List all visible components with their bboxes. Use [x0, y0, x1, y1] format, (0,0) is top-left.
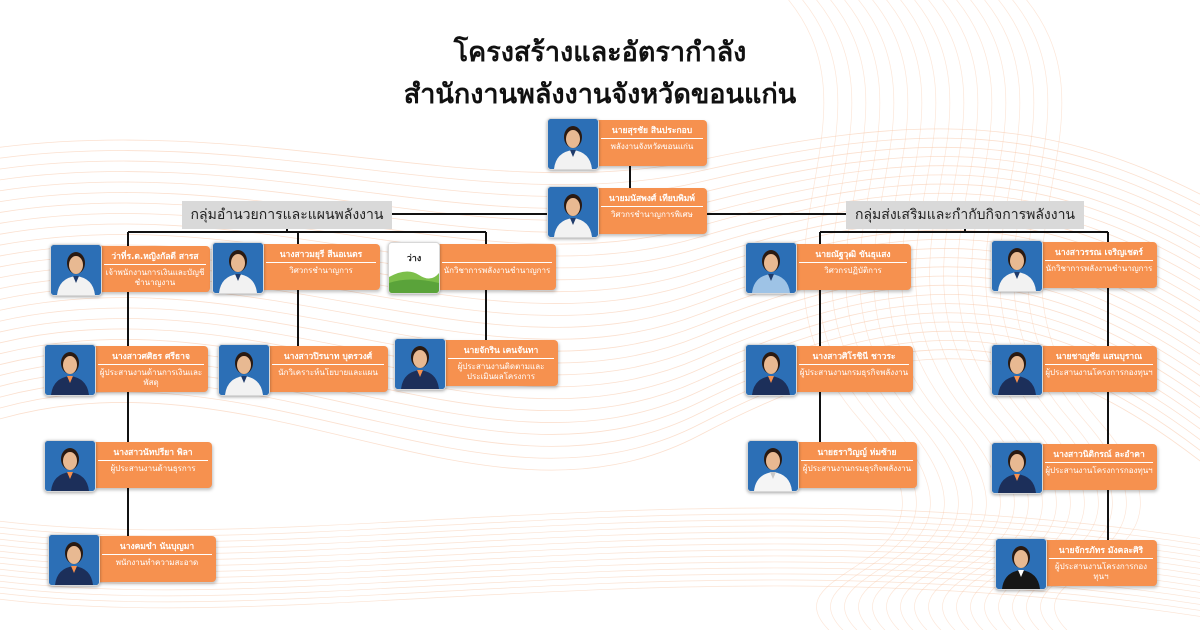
person-position: ผู้ประสานงานโครงการกองทุนฯ	[1045, 368, 1153, 377]
person-photo	[745, 344, 797, 396]
person-photo	[991, 442, 1043, 494]
person-position: ผู้ประสานงานด้านธุรการ	[110, 464, 196, 473]
person-name: นางสาวมยุรี สีนอเนตร	[266, 248, 376, 263]
person-name: นางสาวนิติกรณ์ ละอำคา	[1045, 448, 1153, 463]
person-position: วิศวกรชำนาญการพิเศษ	[611, 210, 693, 219]
group-box-admin: กลุ่มอำนวยการและแผนพลังงาน	[182, 201, 392, 229]
person-name: นายสุรชัย สินประกอบ	[601, 124, 703, 139]
person-position: พนักงานทำความสะอาด	[115, 558, 199, 567]
page-title: โครงสร้างและอัตรากำลัง	[453, 37, 747, 68]
person-position: นักวิชาการพลังงานชำนาญการ	[1045, 264, 1153, 273]
group-box-promotion: กลุ่มส่งเสริมและกำกับกิจการพลังงาน	[846, 201, 1084, 229]
person-photo	[747, 440, 799, 492]
person-photo	[991, 240, 1043, 292]
person-position: ผู้ประสานงานกรมธุรกิจพลังงาน	[799, 368, 909, 377]
vacant-photo: ว่าง	[388, 242, 440, 294]
person-name	[442, 248, 552, 263]
person-name: นายธราวิญญ์ ห่มซ้าย	[801, 446, 913, 461]
page-subtitle: สำนักงานพลังงานจังหวัดขอนแก่น	[403, 79, 797, 110]
person-photo	[745, 242, 797, 294]
person-name: นางสาวศศิธร ศรีธาจ	[98, 350, 204, 365]
person-name: นายมนัสพงศ์ เทียบพิมพ์	[601, 192, 703, 207]
person-name: นายจักริน เคนจันทา	[448, 344, 554, 359]
person-photo	[44, 344, 96, 396]
person-photo	[218, 344, 270, 396]
person-name: นางคมขำ นันบุญมา	[102, 540, 212, 555]
person-position: นักวิชาการพลังงานชำนาญการ	[443, 266, 551, 275]
person-position: วิศวกรปฏิบัติการ	[824, 266, 882, 275]
person-photo	[50, 244, 102, 296]
person-position: พลังงานจังหวัดขอนแก่น	[610, 142, 694, 151]
person-photo	[991, 344, 1043, 396]
person-position: ผู้ประสานงานโครงการกองทุนฯ	[1045, 466, 1153, 475]
person-position: ผู้ประสานงานโครงการกองทุนฯ	[1054, 562, 1148, 581]
person-photo	[547, 186, 599, 238]
person-position: นักวิเคราะห์นโยบายและแผน	[278, 368, 378, 377]
person-name: นางสาวนัทปรียา พิลา	[98, 446, 208, 461]
person-name: ว่าที่ร.ต.หญิงกัลดี สารส	[104, 250, 206, 265]
person-photo	[212, 242, 264, 294]
person-position: ผู้ประสานงานด้านการเงินและพัสดุ	[99, 368, 203, 387]
person-position: วิศวกรชำนาญการ	[289, 266, 353, 275]
person-position: เจ้าพนักงานการเงินและบัญชีชำนาญงาน	[105, 268, 205, 287]
person-position: ผู้ประสานงานติดตามและประเมินผลโครงการ	[457, 362, 545, 381]
person-name: นางสาวปิรนาท บุตรวงศ์	[272, 350, 384, 365]
person-position: ผู้ประสานงานกรมธุรกิจพลังงาน	[802, 464, 912, 473]
person-photo	[48, 534, 100, 586]
person-name: นางสาวศิโรชินี ชาวระ	[799, 350, 909, 365]
person-name: นางสาวรรณ เจริญเชตร์	[1045, 246, 1153, 261]
person-name: นายณัฐวุฒิ ขันธุแสง	[799, 248, 907, 263]
vacant-label: ว่าง	[406, 254, 422, 264]
person-photo	[995, 538, 1047, 590]
person-photo	[44, 440, 96, 492]
person-name: นายชาญชัย แสนบุราณ	[1045, 350, 1153, 365]
person-name: นายจักรภัทร มังคละศิริ	[1049, 544, 1153, 559]
person-photo	[394, 338, 446, 390]
person-photo	[547, 118, 599, 170]
